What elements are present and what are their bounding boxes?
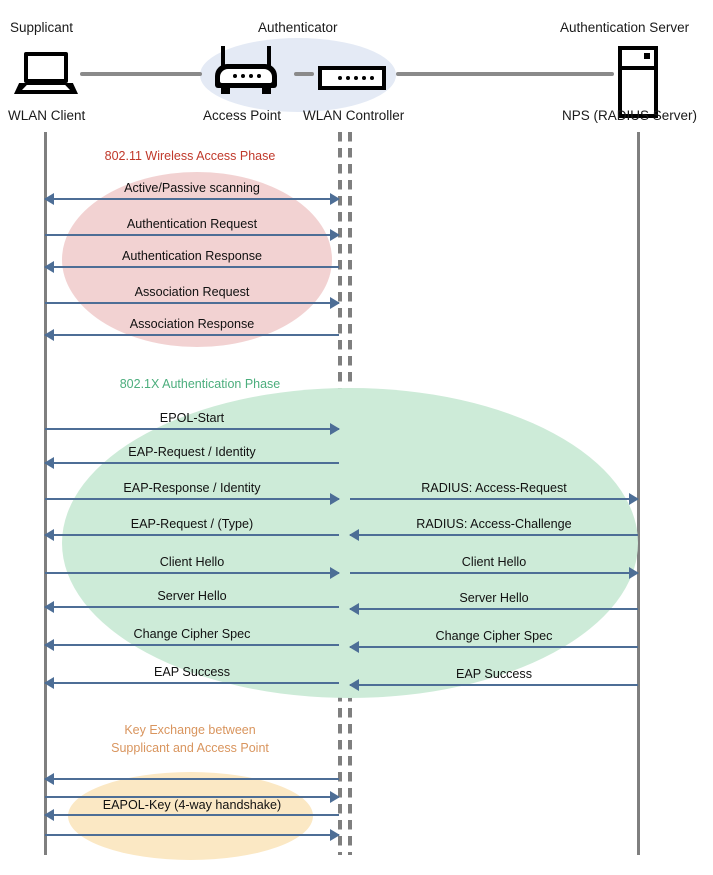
wire-ap-controller xyxy=(294,72,314,76)
wire-controller-server xyxy=(396,72,614,76)
message-left-1: Authentication Request xyxy=(45,204,340,241)
phase-blob-keyexchange xyxy=(68,772,313,860)
message-left-16 xyxy=(45,804,340,841)
server-icon xyxy=(618,46,658,118)
message-label: Association Response xyxy=(129,317,255,331)
message-left-9: Client Hello xyxy=(45,542,340,579)
message-label: Active/Passive scanning xyxy=(124,181,260,195)
message-label: Authentication Request xyxy=(126,217,258,231)
message-left-5: EPOL-Start xyxy=(45,398,340,435)
message-label: Server Hello xyxy=(459,591,529,605)
message-right-4: Change Cipher Spec xyxy=(349,616,638,653)
actor-name-wlan-controller: WLAN Controller xyxy=(303,108,405,123)
message-right-1: RADIUS: Access-Challenge xyxy=(349,504,638,541)
phase-blob-80211 xyxy=(62,172,332,347)
message-left-12: EAP Success xyxy=(44,652,339,689)
message-label: EAP-Request / Identity xyxy=(128,445,256,459)
message-left-10: Server Hello xyxy=(44,576,339,613)
actor-role-authenticator: Authenticator xyxy=(258,20,338,35)
message-left-14 xyxy=(45,766,340,803)
message-label: Client Hello xyxy=(461,555,527,569)
message-label: Change Cipher Spec xyxy=(133,627,251,641)
message-label: EAP Success xyxy=(153,665,231,679)
message-label: Change Cipher Spec xyxy=(435,629,553,643)
message-left-2: Authentication Response xyxy=(44,236,339,273)
message-label: EAP-Request / (Type) xyxy=(130,517,254,531)
access-point-icon xyxy=(215,46,277,96)
phase-label-8021x: 802.1X Authentication Phase xyxy=(119,377,281,391)
message-left-4: Association Response xyxy=(44,304,339,341)
message-left-3: Association Request xyxy=(45,272,340,309)
message-label: EAP Success xyxy=(455,667,533,681)
message-right-0: RADIUS: Access-Request xyxy=(350,468,639,505)
message-left-6: EAP-Request / Identity xyxy=(44,432,339,469)
message-right-2: Client Hello xyxy=(350,542,639,579)
message-right-5: EAP Success xyxy=(349,654,638,691)
message-label: Server Hello xyxy=(157,589,227,603)
actor-role-supplicant: Supplicant xyxy=(10,20,74,35)
phase-label-keyexchange: Key Exchange between Supplicant and Acce… xyxy=(111,723,269,755)
message-label: EAPOL-Key (4-way handshake) xyxy=(102,798,282,812)
actor-role-authentication-server: Authentication Server xyxy=(560,20,690,35)
lifeline-supplicant xyxy=(44,132,47,855)
laptop-icon xyxy=(14,52,78,94)
wire-client-ap xyxy=(80,72,202,76)
message-label: Client Hello xyxy=(159,555,225,569)
message-left-7: EAP-Response / Identity xyxy=(45,468,340,505)
message-left-13 xyxy=(44,748,339,785)
message-left-0: Active/Passive scanning xyxy=(44,168,340,205)
wlan-controller-icon xyxy=(318,46,386,96)
message-left-8: EAP-Request / (Type) xyxy=(44,504,339,541)
message-label: EPOL-Start xyxy=(159,411,225,425)
message-label: Authentication Response xyxy=(121,249,263,263)
message-label: RADIUS: Access-Request xyxy=(421,481,567,495)
message-right-3: Server Hello xyxy=(349,578,638,615)
message-label: RADIUS: Access-Challenge xyxy=(416,517,572,531)
message-label: Association Request xyxy=(134,285,250,299)
message-left-11: Change Cipher Spec xyxy=(44,614,339,651)
phase-label-80211: 802.11 Wireless Access Phase xyxy=(104,149,276,163)
actor-name-wlan-client: WLAN Client xyxy=(8,108,86,123)
message-left-15: EAPOL-Key (4-way handshake) xyxy=(44,784,339,821)
actor-name-nps-radius-server: NPS (RADIUS Server) xyxy=(562,108,698,123)
actor-name-access-point: Access Point xyxy=(203,108,282,123)
message-label: EAP-Response / Identity xyxy=(123,481,261,495)
